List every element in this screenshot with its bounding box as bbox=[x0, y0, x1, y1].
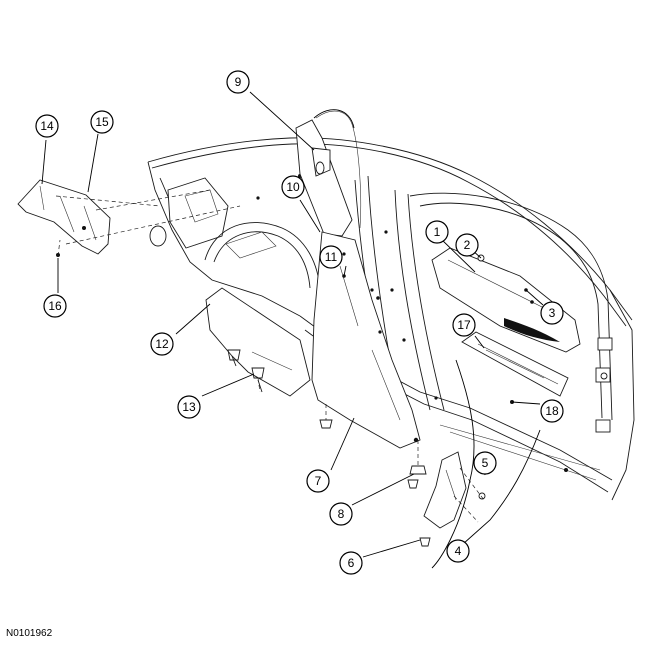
callout-label: 8 bbox=[338, 507, 345, 521]
leader-lines bbox=[41, 91, 544, 569]
callout-12: 12 bbox=[150, 332, 174, 356]
callout-4: 4 bbox=[446, 539, 470, 563]
callout-label: 17 bbox=[457, 318, 471, 332]
lower-quarter-trim bbox=[205, 287, 311, 397]
leader-13 bbox=[201, 373, 255, 397]
callout-label: 1 bbox=[434, 225, 441, 239]
callout-14: 14 bbox=[35, 114, 59, 138]
callout-6: 6 bbox=[339, 551, 363, 575]
callout-label: 11 bbox=[325, 250, 338, 264]
leader-1 bbox=[439, 237, 476, 273]
lower-cover-bracket bbox=[423, 451, 486, 529]
callout-label: 7 bbox=[315, 474, 322, 488]
callout-17: 17 bbox=[452, 313, 476, 337]
callout-18: 18 bbox=[540, 399, 564, 423]
leader-9 bbox=[249, 91, 315, 151]
quarter-trim-panel bbox=[17, 179, 241, 257]
c-pillar-trim bbox=[295, 110, 362, 237]
callout-10: 10 bbox=[281, 175, 305, 199]
leader-8 bbox=[351, 473, 415, 506]
callout-2: 2 bbox=[455, 233, 479, 257]
leader-18 bbox=[511, 401, 541, 405]
door-trim-panel bbox=[431, 247, 581, 353]
callout-label: 15 bbox=[95, 115, 109, 129]
leader-15 bbox=[87, 133, 99, 193]
callout-label: 5 bbox=[482, 456, 489, 470]
figure-code: N0101962 bbox=[6, 628, 53, 639]
callout-label: 14 bbox=[40, 119, 54, 133]
callout-11: 11 bbox=[319, 245, 343, 269]
scuff-plate bbox=[461, 331, 569, 397]
leader-7 bbox=[330, 417, 355, 471]
callout-label: 6 bbox=[348, 556, 355, 570]
callout-15: 15 bbox=[90, 110, 114, 134]
callout-8: 8 bbox=[329, 502, 353, 526]
b-pillar-lower-trim bbox=[311, 231, 427, 475]
leader-14 bbox=[41, 139, 47, 185]
callout-label: 4 bbox=[455, 544, 462, 558]
callout-label: 2 bbox=[464, 238, 471, 252]
callout-13: 13 bbox=[177, 395, 201, 419]
callout-label: 18 bbox=[545, 404, 559, 418]
callout-label: 12 bbox=[155, 337, 169, 351]
callout-label: 9 bbox=[235, 75, 242, 89]
callout-9: 9 bbox=[226, 70, 250, 94]
leader-4 bbox=[462, 429, 541, 545]
callout-1: 1 bbox=[425, 220, 449, 244]
callout-16: 16 bbox=[43, 294, 67, 318]
leader-3 bbox=[525, 289, 544, 306]
leader-12 bbox=[175, 303, 211, 335]
callout-label: 16 bbox=[48, 299, 62, 313]
leader-6 bbox=[362, 539, 421, 558]
callout-label: 3 bbox=[549, 306, 556, 320]
callout-5: 5 bbox=[473, 451, 497, 475]
leader-17 bbox=[474, 335, 485, 349]
leader-11 bbox=[343, 265, 347, 277]
callout-7: 7 bbox=[306, 469, 330, 493]
callout-label: 13 bbox=[182, 400, 196, 414]
callout-3: 3 bbox=[540, 301, 564, 325]
leader-10 bbox=[299, 199, 321, 233]
callout-label: 10 bbox=[286, 180, 300, 194]
